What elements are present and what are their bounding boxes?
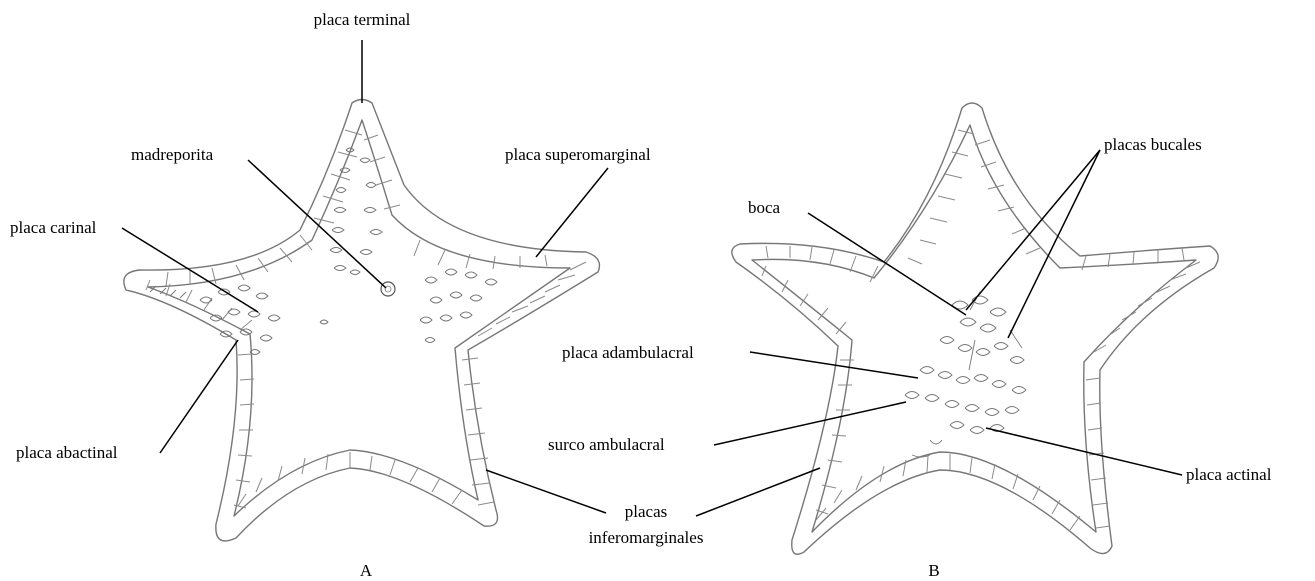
label-madreporita: madreporita (131, 145, 214, 164)
panel-b-caption: B (928, 561, 939, 580)
label-placa-superomarginal: placa superomarginal (505, 145, 651, 164)
label-placa-actinal: placa actinal (1186, 465, 1272, 484)
label-placas-inferomarginales-line1: placas (625, 502, 667, 521)
label-surco-ambulacral: surco ambulacral (548, 435, 665, 454)
star-a-outer-outline (124, 100, 600, 541)
label-placa-terminal: placa terminal (314, 10, 411, 29)
label-placa-carinal: placa carinal (10, 218, 97, 237)
panel-a: placa terminal madreporita placa superom… (10, 10, 703, 580)
label-boca: boca (748, 198, 781, 217)
oral-ossicles-b (905, 292, 1026, 457)
leader-lines-a (122, 40, 608, 513)
marginal-plates-b (762, 130, 1200, 530)
label-placa-abactinal: placa abactinal (16, 443, 118, 462)
label-placas-inferomarginales-line2: inferomarginales (589, 528, 704, 547)
panel-a-caption: A (360, 561, 373, 580)
label-placas-bucales: placas bucales (1104, 135, 1202, 154)
star-a-inner-outline (148, 120, 570, 516)
star-b-outer-outline (732, 103, 1218, 554)
madreporite-a (381, 282, 395, 296)
label-placa-adambulacral: placa adambulacral (562, 343, 694, 362)
